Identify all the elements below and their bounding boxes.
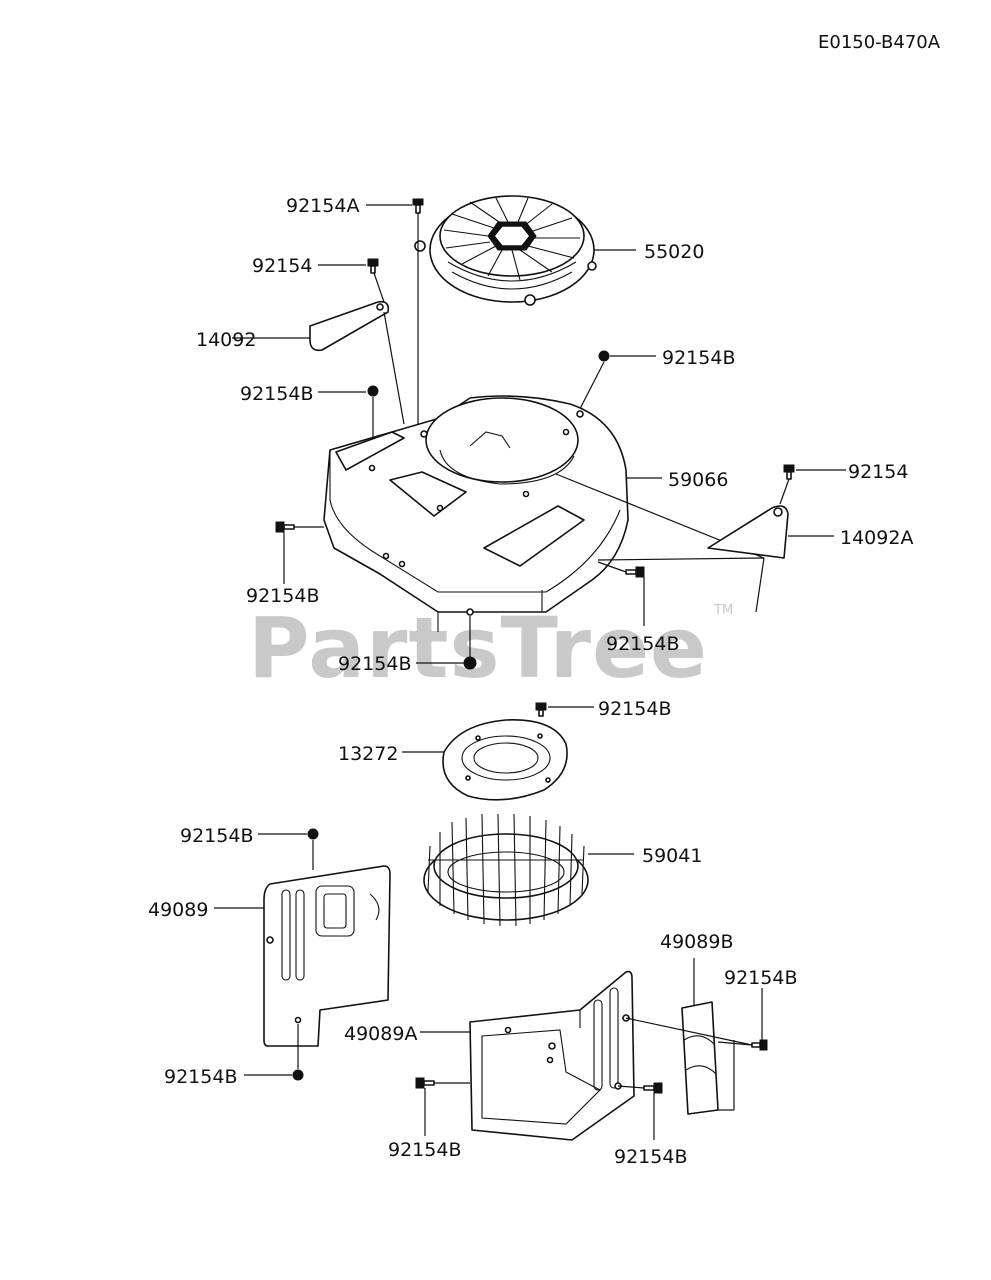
- bolt-92154B-lower-left[interactable]: [415, 1077, 435, 1089]
- part-59041-fan[interactable]: [423, 813, 589, 927]
- callout-92154B-shield-bottom: 92154B: [164, 1066, 237, 1088]
- callout-49089B: 49089B: [660, 931, 733, 953]
- callout-14092: 14092: [196, 329, 256, 351]
- callout-49089: 49089: [148, 899, 208, 921]
- part-55020-cover-screen[interactable]: [414, 195, 597, 306]
- part-14092-baffle[interactable]: [309, 300, 390, 352]
- callout-49089A: 49089A: [344, 1023, 417, 1045]
- bolt-92154A[interactable]: [412, 198, 424, 214]
- callout-92154B-bottom-center: 92154B: [338, 653, 411, 675]
- callout-92154B-49089B: 92154B: [724, 967, 797, 989]
- bolt-92154-right[interactable]: [783, 464, 795, 480]
- watermark-trademark: TM: [713, 603, 733, 618]
- part-49089-shield[interactable]: [263, 865, 391, 1047]
- bolt-92154B-shield-top[interactable]: [307, 828, 319, 840]
- part-59066-blower-housing[interactable]: [323, 395, 629, 632]
- callout-92154B-shield-top: 92154B: [180, 825, 253, 847]
- callout-92154B-plate: 92154B: [598, 698, 671, 720]
- callout-92154B-under-right: 92154B: [606, 633, 679, 655]
- bolt-92154B-lower-right[interactable]: [643, 1082, 663, 1094]
- callout-14092A: 14092A: [840, 527, 913, 549]
- part-49089B-plate[interactable]: [681, 1001, 719, 1115]
- callout-55020: 55020: [644, 241, 704, 263]
- callout-92154B-under-left: 92154B: [246, 585, 319, 607]
- callout-92154A: 92154A: [286, 195, 359, 217]
- bolt-92154B-right-top[interactable]: [598, 350, 610, 362]
- bolt-92154B-plate[interactable]: [535, 702, 547, 717]
- part-49089A-shield[interactable]: [469, 970, 635, 1141]
- callout-92154B-lower-right: 92154B: [614, 1146, 687, 1168]
- bolt-92154-left[interactable]: [367, 258, 379, 274]
- callout-59041: 59041: [642, 845, 702, 867]
- callout-92154-left: 92154: [252, 255, 312, 277]
- callout-92154B-left: 92154B: [240, 383, 313, 405]
- part-13272-plate[interactable]: [442, 719, 568, 801]
- bolt-92154B-left[interactable]: [367, 385, 379, 397]
- bolt-92154B-under-left[interactable]: [275, 521, 295, 533]
- callout-92154-right: 92154: [848, 461, 908, 483]
- callout-92154B-lower-left: 92154B: [388, 1139, 461, 1161]
- watermark: PartsTree: [248, 599, 708, 697]
- callout-13272: 13272: [338, 743, 398, 765]
- bolt-92154B-49089B[interactable]: [751, 1039, 768, 1051]
- callout-92154B-right-top: 92154B: [662, 347, 735, 369]
- part-14092A-baffle[interactable]: [707, 505, 789, 559]
- bolt-92154B-bottom-center[interactable]: [463, 656, 477, 670]
- bolt-92154B-under-right[interactable]: [625, 566, 645, 578]
- diagram-code: E0150-B470A: [818, 32, 941, 53]
- callout-59066: 59066: [668, 469, 728, 491]
- bolt-92154B-shield-bottom[interactable]: [292, 1069, 304, 1081]
